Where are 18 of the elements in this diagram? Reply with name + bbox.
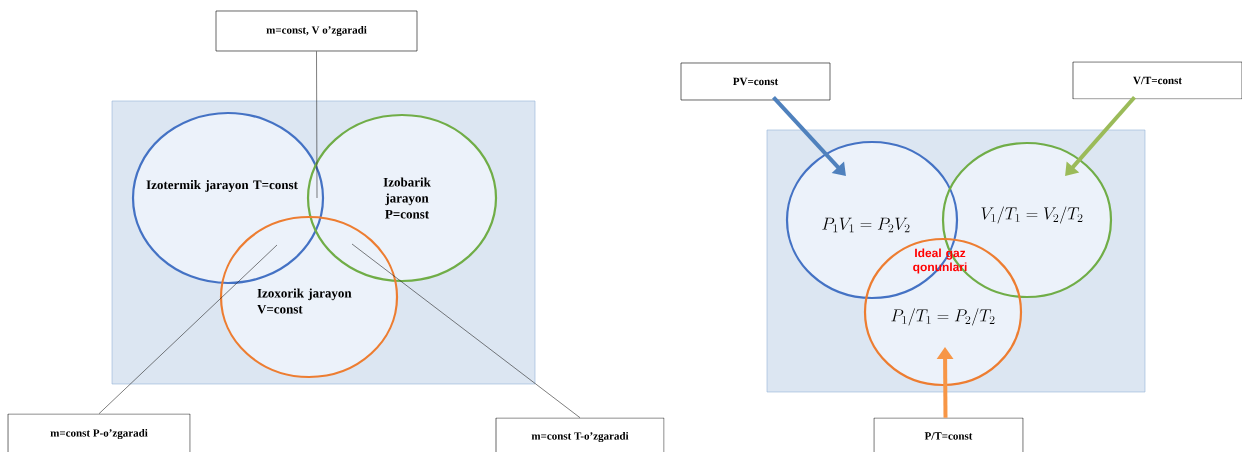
leader-line <box>98 244 278 414</box>
formula: $P_1V_1=P_2V_2$ <box>822 217 910 233</box>
circle <box>306 113 498 283</box>
text-box: m=const P-o’zgaradi <box>7 413 191 452</box>
arrow <box>1065 95 1136 176</box>
arrow <box>772 95 846 176</box>
text-box: V/T=const <box>1072 61 1242 100</box>
circle-label: Izobarik jarayon P=const <box>383 177 431 219</box>
circle-label: Izotermik jarayon T=const <box>146 180 298 192</box>
formula: $V_1/T_1=V_2/T_2$ <box>981 206 1083 224</box>
circle <box>863 237 1023 387</box>
circle <box>131 111 325 285</box>
text-box: m=const T-o’zgaradi <box>495 417 665 452</box>
formula: $P_1/T_1=P_2/T_2$ <box>891 308 995 326</box>
text-box: P/T=const <box>873 417 1024 452</box>
text-box: m=const, V o’zgaradi <box>215 10 418 52</box>
circle-label: Izoxorik jarayon V=const <box>257 288 352 314</box>
text-box: PV=const <box>680 62 831 101</box>
